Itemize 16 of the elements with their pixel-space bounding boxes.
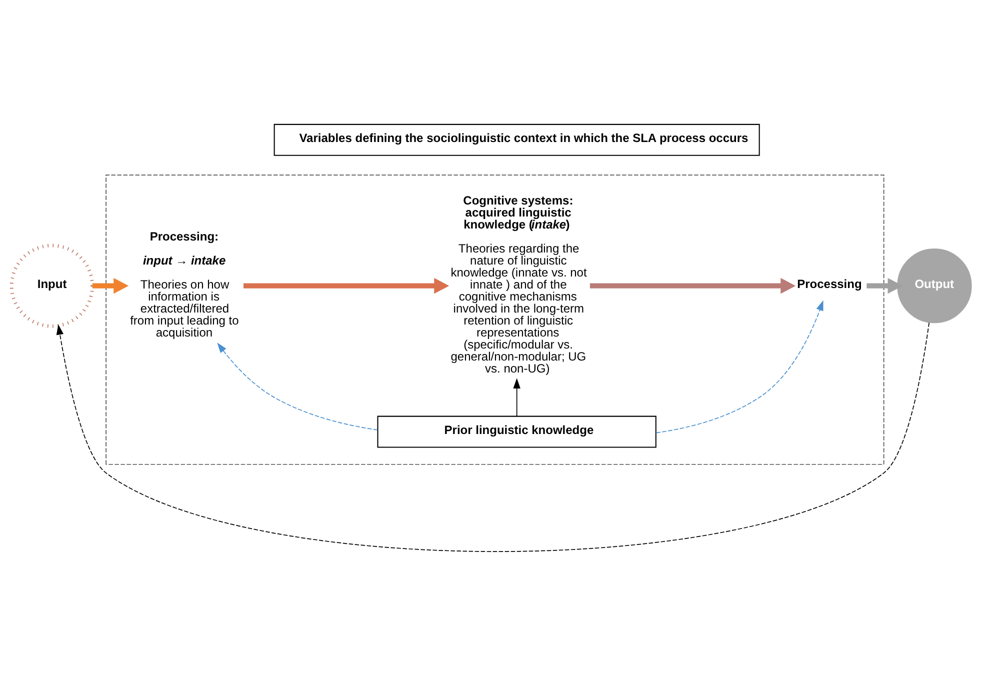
arrow <box>513 378 520 416</box>
node-text: Processing <box>797 276 862 291</box>
arrow <box>217 342 378 430</box>
arrow <box>56 322 930 552</box>
node-text: Processing: input → intake Theories on how information is extracted/filtered from input leading to acquisition <box>130 228 239 340</box>
node-circle: Input <box>10 243 94 328</box>
cluster <box>106 174 884 464</box>
node-text: Cognitive systems: acquired linguistic knowledge (intake) Theories regarding the nature of linguistic knowledge (innate vs. not innate ) and of the cognitive mechanisms involved in the long-term retention of linguistic representations (specific/modular vs. general/non-modular; UG vs. non-UG) <box>450 192 587 376</box>
arrow <box>590 277 796 294</box>
arrow <box>92 277 129 294</box>
node-box: Prior linguistic knowledge <box>377 415 656 448</box>
node-box: Variables defining the sociolinguistic context in which the SLA process occurs <box>274 123 760 156</box>
arrow <box>244 277 450 294</box>
arrow <box>656 300 824 433</box>
node-circle: Output <box>897 248 972 323</box>
arrow <box>866 277 903 294</box>
